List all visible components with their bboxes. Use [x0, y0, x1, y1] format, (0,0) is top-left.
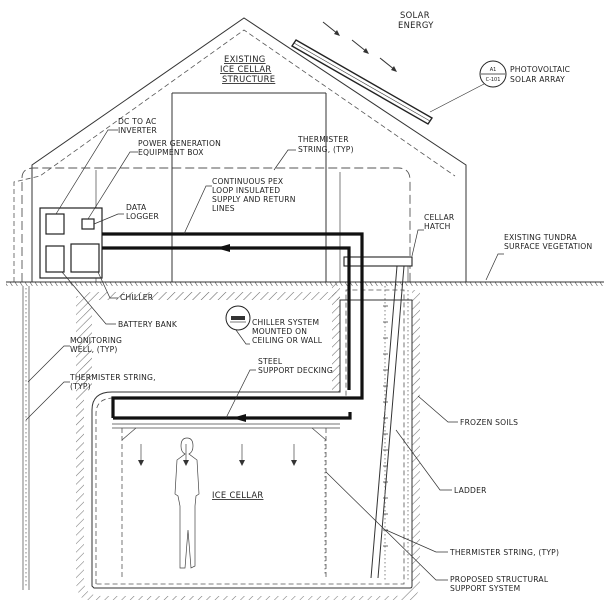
thermister-left-label-1: THERMISTER STRING, — [69, 373, 156, 382]
chiller — [70, 243, 100, 273]
equipment-box — [39, 207, 103, 279]
existing-structure-label-3: STRUCTURE — [222, 74, 275, 84]
thermister-top-label-2: STRING, (TYP) — [298, 145, 354, 154]
chiller-system-label-3: CEILING OR WALL — [252, 336, 323, 345]
ground-surface — [6, 281, 604, 286]
battery-bank — [45, 245, 65, 273]
monitoring-well-label-1: MONITORING — [70, 336, 122, 345]
power-gen-label-1: POWER GENERATION — [138, 139, 221, 148]
proposed-support-label-2: SUPPORT SYSTEM — [450, 584, 520, 593]
proposed-structural-support-system — [112, 423, 340, 580]
thermister-bottom-label: THERMISTER STRING, (TYP) — [449, 548, 559, 557]
photovoltaic-solar-array — [291, 39, 433, 125]
solar-energy-label-2: ENERGY — [398, 20, 434, 30]
thermister-top-label-1: THERMISTER — [297, 135, 349, 144]
thermister-strings — [324, 286, 409, 582]
cellar-hatch-label-1: CELLAR — [424, 213, 455, 222]
leader-lines — [25, 83, 504, 581]
chiller-unit-icon — [225, 305, 251, 331]
ice-cellar-excavation — [76, 282, 420, 600]
ladder — [370, 265, 405, 579]
pex-label-3: SUPPLY AND RETURN — [212, 195, 296, 204]
tundra-label-2: SURFACE VEGETATION — [504, 242, 592, 251]
pex-loop — [102, 232, 364, 422]
chiller-system-label-2: MOUNTED ON — [252, 327, 307, 336]
existing-structure — [13, 17, 467, 282]
thermister-left-label-2: (TYP) — [70, 382, 91, 391]
chiller-system-label-1: CHILLER SYSTEM — [252, 318, 319, 327]
ladder-label: LADDER — [454, 486, 487, 495]
inverter-label-2: INVERTER — [118, 126, 157, 135]
steel-decking-label-2: SUPPORT DECKING — [258, 366, 333, 375]
monitoring-well — [22, 286, 30, 590]
proposed-support-label-1: PROPOSED STRUCTURAL — [450, 575, 549, 584]
frozen-soils-label: FROZEN SOILS — [460, 418, 518, 427]
pv-label-1: PHOTOVOLTAIC — [510, 65, 570, 74]
section-callout-circle — [479, 60, 507, 88]
pv-label-2: SOLAR ARRAY — [510, 75, 565, 84]
solar-energy-rays — [322, 21, 397, 72]
battery-bank-label: BATTERY BANK — [118, 320, 178, 329]
power-gen-label-2: EQUIPMENT BOX — [138, 148, 204, 157]
inverter-label-1: DC TO AC — [118, 117, 157, 126]
existing-structure-label-2: ICE CELLAR — [220, 64, 271, 74]
person-silhouette — [174, 437, 200, 569]
cellar-hatch — [343, 256, 413, 282]
dc-to-ac-inverter — [45, 213, 65, 235]
existing-structure-label-1: EXISTING — [224, 54, 266, 64]
tundra-label-1: EXISTING TUNDRA — [504, 233, 577, 242]
data-logger — [81, 218, 95, 230]
pex-label-2: LOOP INSULATED — [212, 186, 280, 195]
monitoring-well-label-2: WELL, (TYP) — [70, 345, 118, 354]
steel-decking-label-1: STEEL — [258, 357, 283, 366]
cellar-hatch-label-2: HATCH — [424, 222, 451, 231]
data-logger-label-2: LOGGER — [126, 212, 160, 221]
solar-energy-label: SOLAR — [400, 10, 430, 20]
cold-air-arrows — [138, 444, 297, 466]
pex-label-4: LINES — [212, 204, 235, 213]
data-logger-label-1: DATA — [126, 203, 147, 212]
callout-bottom: C-101 — [486, 77, 501, 83]
pex-label-1: CONTINUOUS PEX — [212, 177, 283, 186]
chiller-label: CHILLER — [120, 293, 154, 302]
callout-top: A1 — [490, 67, 497, 73]
ice-cellar-label: ICE CELLAR — [212, 490, 263, 500]
